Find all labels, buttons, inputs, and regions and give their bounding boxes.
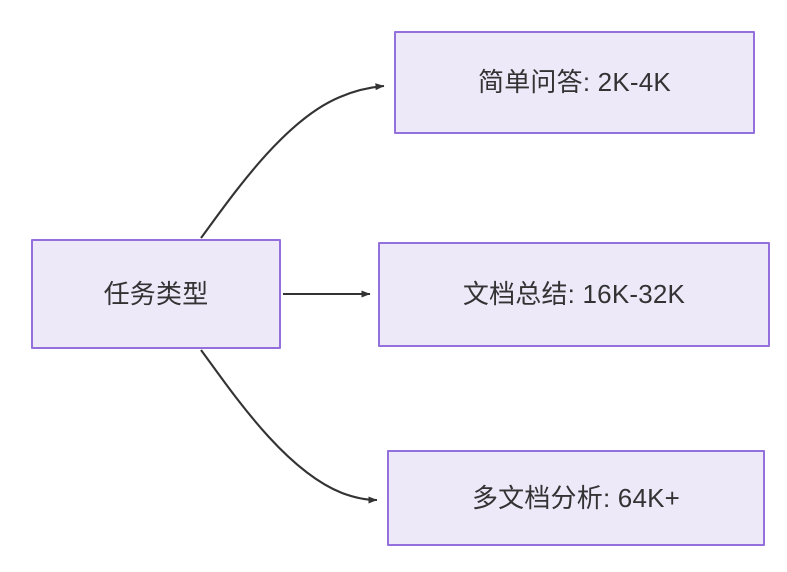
node-multi-doc[interactable]: 多文档分析: 64K+ [387, 450, 765, 546]
edge-root-to-simple-qa [200, 83, 385, 239]
node-simple-qa[interactable]: 简单问答: 2K-4K [394, 31, 755, 134]
node-simple-qa-label: 简单问答: 2K-4K [478, 67, 671, 98]
node-doc-summary[interactable]: 文档总结: 16K-32K [378, 242, 770, 347]
node-doc-summary-label: 文档总结: 16K-32K [462, 279, 686, 310]
node-multi-doc-label: 多文档分析: 64K+ [471, 482, 681, 513]
edge-root-to-multi-doc [200, 349, 378, 504]
node-task-type[interactable]: 任务类型 [31, 239, 281, 349]
node-task-type-label: 任务类型 [103, 278, 209, 309]
